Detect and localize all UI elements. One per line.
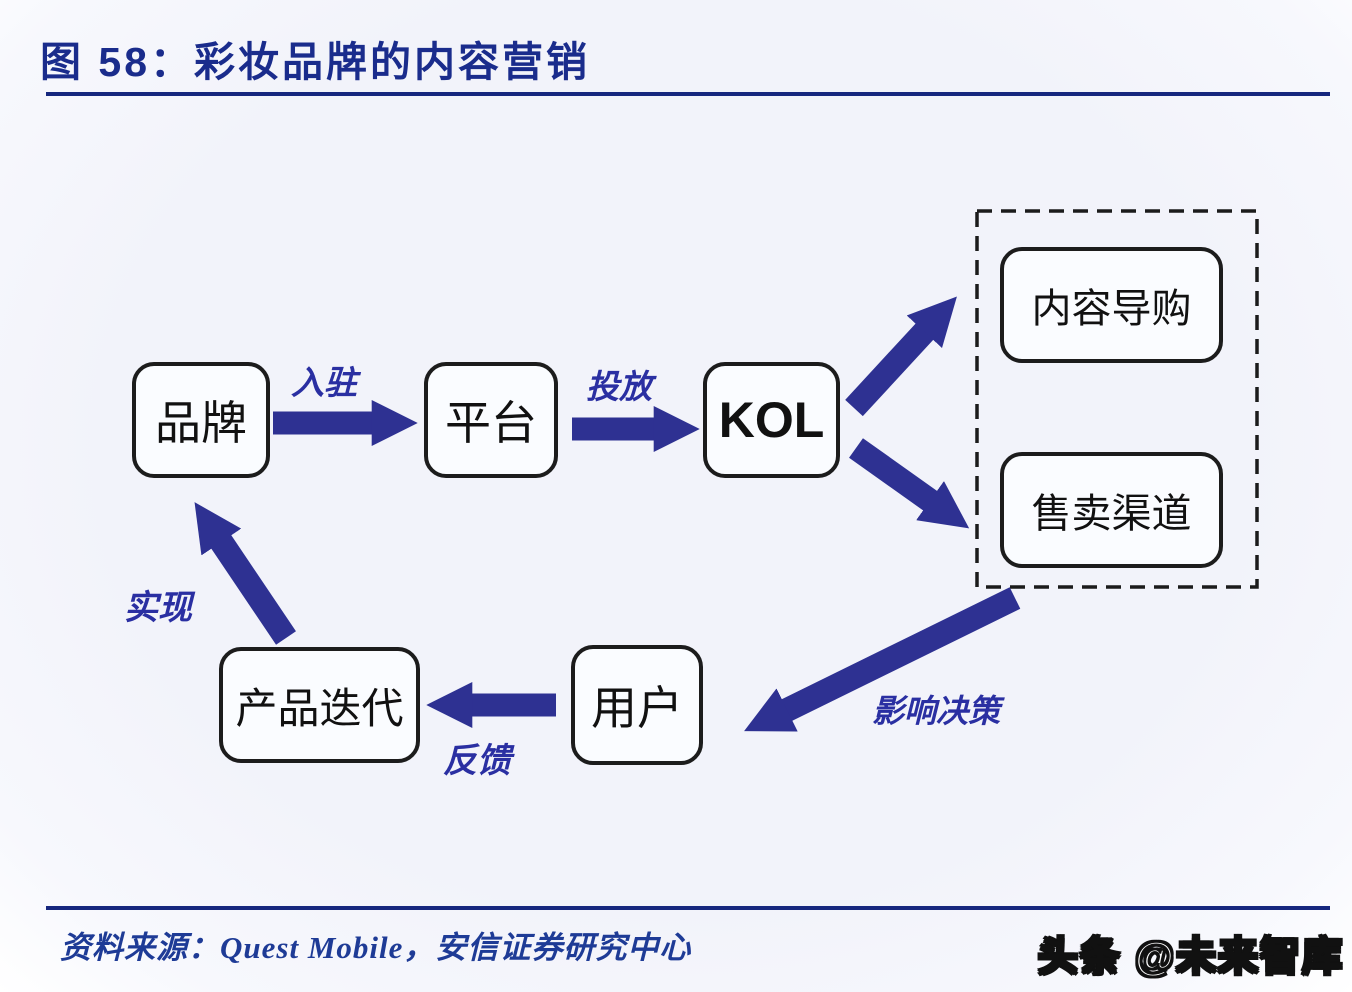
node-sales-channel: 售卖渠道 (1000, 452, 1223, 568)
footer-divider (46, 906, 1330, 910)
edge-label-feedback: 反馈 (443, 743, 511, 780)
node-product-iteration: 产品迭代 (219, 647, 420, 763)
node-user-label: 用户 (591, 682, 683, 734)
node-kol: KOL (703, 362, 840, 478)
arrow-outcomes-to-user (744, 587, 1021, 732)
kol-outcome-dashed-box (975, 209, 1259, 589)
watermark-text: 头条 @未来智库 (1037, 934, 1344, 980)
node-user: 用户 (571, 645, 703, 765)
edge-label-launch: 投放 (586, 370, 652, 406)
arrow-product-iteration-to-brand (194, 502, 296, 645)
node-platform-label: 平台 (445, 397, 537, 449)
node-content-guide-label: 内容导购 (1031, 287, 1192, 331)
edge-label-enter: 入驻 (291, 366, 357, 402)
arrow-kol-to-sales-channel (849, 438, 970, 529)
node-sales-channel-label: 售卖渠道 (1031, 492, 1192, 536)
arrow-kol-to-content-guide (845, 296, 957, 417)
edge-label-influence: 影响决策 (872, 693, 1001, 729)
edge-label-realize: 实现 (124, 590, 192, 627)
node-product-iteration-label: 产品迭代 (235, 684, 404, 732)
source-text: 资料来源：Quest Mobile，安信证券研究中心 (60, 930, 692, 965)
node-platform: 平台 (424, 362, 558, 478)
node-brand: 品牌 (132, 362, 270, 478)
node-kol-label: KOL (718, 392, 825, 448)
figure-title: 图 58：彩妆品牌的内容营销 (40, 39, 590, 85)
node-content-guide: 内容导购 (1000, 247, 1223, 363)
node-brand-label: 品牌 (155, 397, 247, 449)
title-divider (46, 92, 1330, 96)
